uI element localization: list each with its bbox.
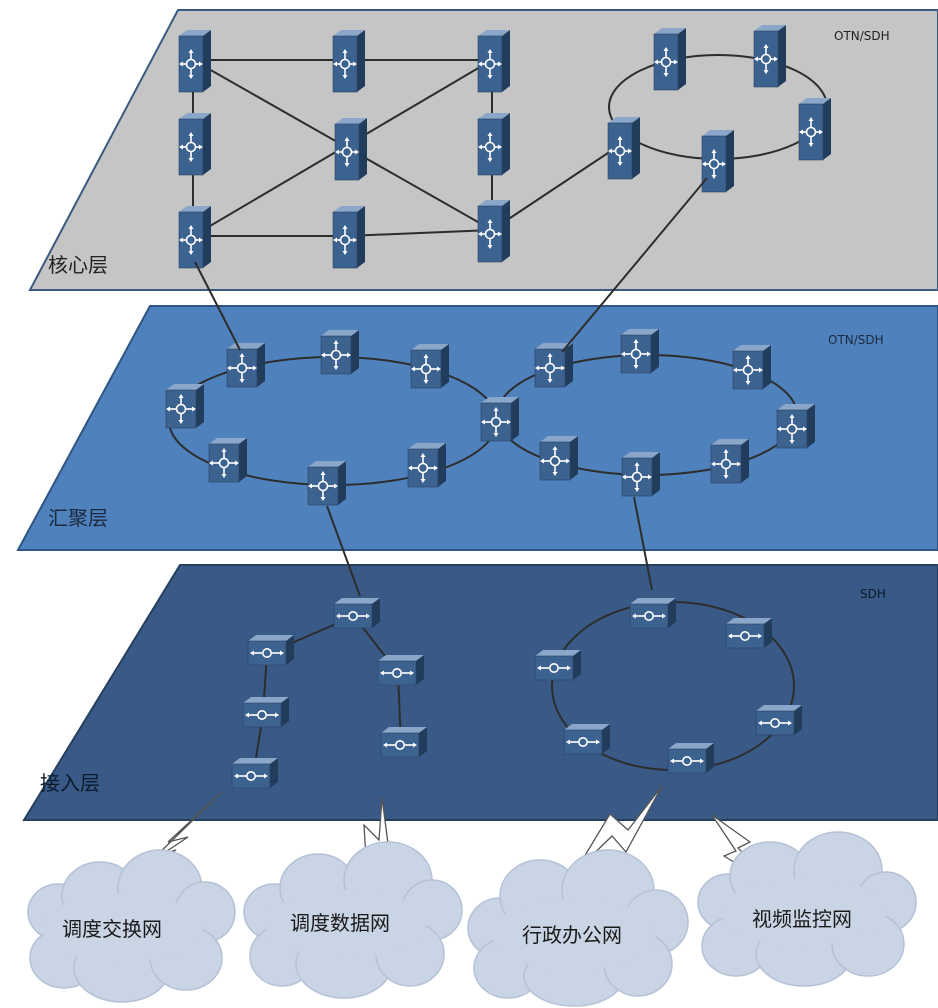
access-device-4 <box>242 696 290 728</box>
aggregation-device-14 <box>621 451 661 497</box>
cloud-video-surveillance <box>697 831 917 987</box>
cloud-label-admin-office: 行政办公网 <box>522 923 622 947</box>
inter-layer-links <box>194 177 708 597</box>
cloud-label-dispatch-switching: 调度交换网 <box>62 917 162 941</box>
aggregation-device-7 <box>407 442 447 488</box>
access-device-6 <box>231 757 279 789</box>
core-device-12 <box>607 116 641 180</box>
core-device-8 <box>332 205 366 269</box>
core-device-4 <box>178 112 212 176</box>
aggregation-device-5 <box>208 437 248 483</box>
aggregation-layer-label: 汇聚层 <box>48 506 108 530</box>
cloud-admin-office <box>467 849 689 1007</box>
aggregation-device-15 <box>710 438 750 484</box>
core-device-7 <box>178 205 212 269</box>
core-device-1 <box>178 29 212 93</box>
core-device-9 <box>477 199 511 263</box>
core-layer: 核心层 OTN/SDH <box>28 9 938 291</box>
core-device-11 <box>753 24 787 88</box>
access-device-5 <box>380 726 428 758</box>
core-device-3 <box>477 29 511 93</box>
access-layer-label: 接入层 <box>40 771 100 795</box>
aggregation-device-13 <box>539 435 579 481</box>
core-device-2 <box>332 29 366 93</box>
core-device-13 <box>798 97 832 161</box>
access-device-2 <box>247 634 295 666</box>
cloud-dispatch-data <box>243 841 463 999</box>
core-device-10 <box>653 27 687 91</box>
aggregation-tech-label: OTN/SDH <box>828 333 884 347</box>
core-device-14 <box>701 129 735 193</box>
access-plane <box>22 564 938 821</box>
core-layer-label: 核心层 <box>48 253 108 277</box>
access-layer: 接入层 SDH <box>22 564 938 821</box>
core-device-5 <box>334 117 368 181</box>
cloud-dispatch-switching <box>27 849 236 1003</box>
aggregation-device-8 <box>480 396 520 442</box>
access-device-3 <box>377 654 425 686</box>
cloud-label-video-surveillance: 视频监控网 <box>752 907 852 931</box>
access-device-8 <box>725 617 773 649</box>
access-device-11 <box>563 723 611 755</box>
aggregation-device-10 <box>620 328 660 374</box>
access-tech-label: SDH <box>860 587 886 601</box>
access-device-1 <box>333 597 381 629</box>
cloud-label-dispatch-data: 调度数据网 <box>290 911 390 935</box>
aggregation-device-3 <box>410 343 450 389</box>
aggregation-device-6 <box>307 460 347 506</box>
access-device-10 <box>755 704 803 736</box>
access-device-7 <box>629 597 677 629</box>
access-device-9 <box>534 649 582 681</box>
aggregation-device-2 <box>320 329 360 375</box>
core-tech-label: OTN/SDH <box>834 29 890 43</box>
core-device-6 <box>477 112 511 176</box>
aggregation-device-9 <box>534 342 574 388</box>
aggregation-device-11 <box>732 344 772 390</box>
aggregation-device-12 <box>776 403 816 449</box>
access-device-12 <box>667 742 715 774</box>
aggregation-device-1 <box>226 342 266 388</box>
aggregation-layer: 汇聚层 OTN/SDH <box>16 305 938 551</box>
aggregation-device-4 <box>165 383 205 429</box>
